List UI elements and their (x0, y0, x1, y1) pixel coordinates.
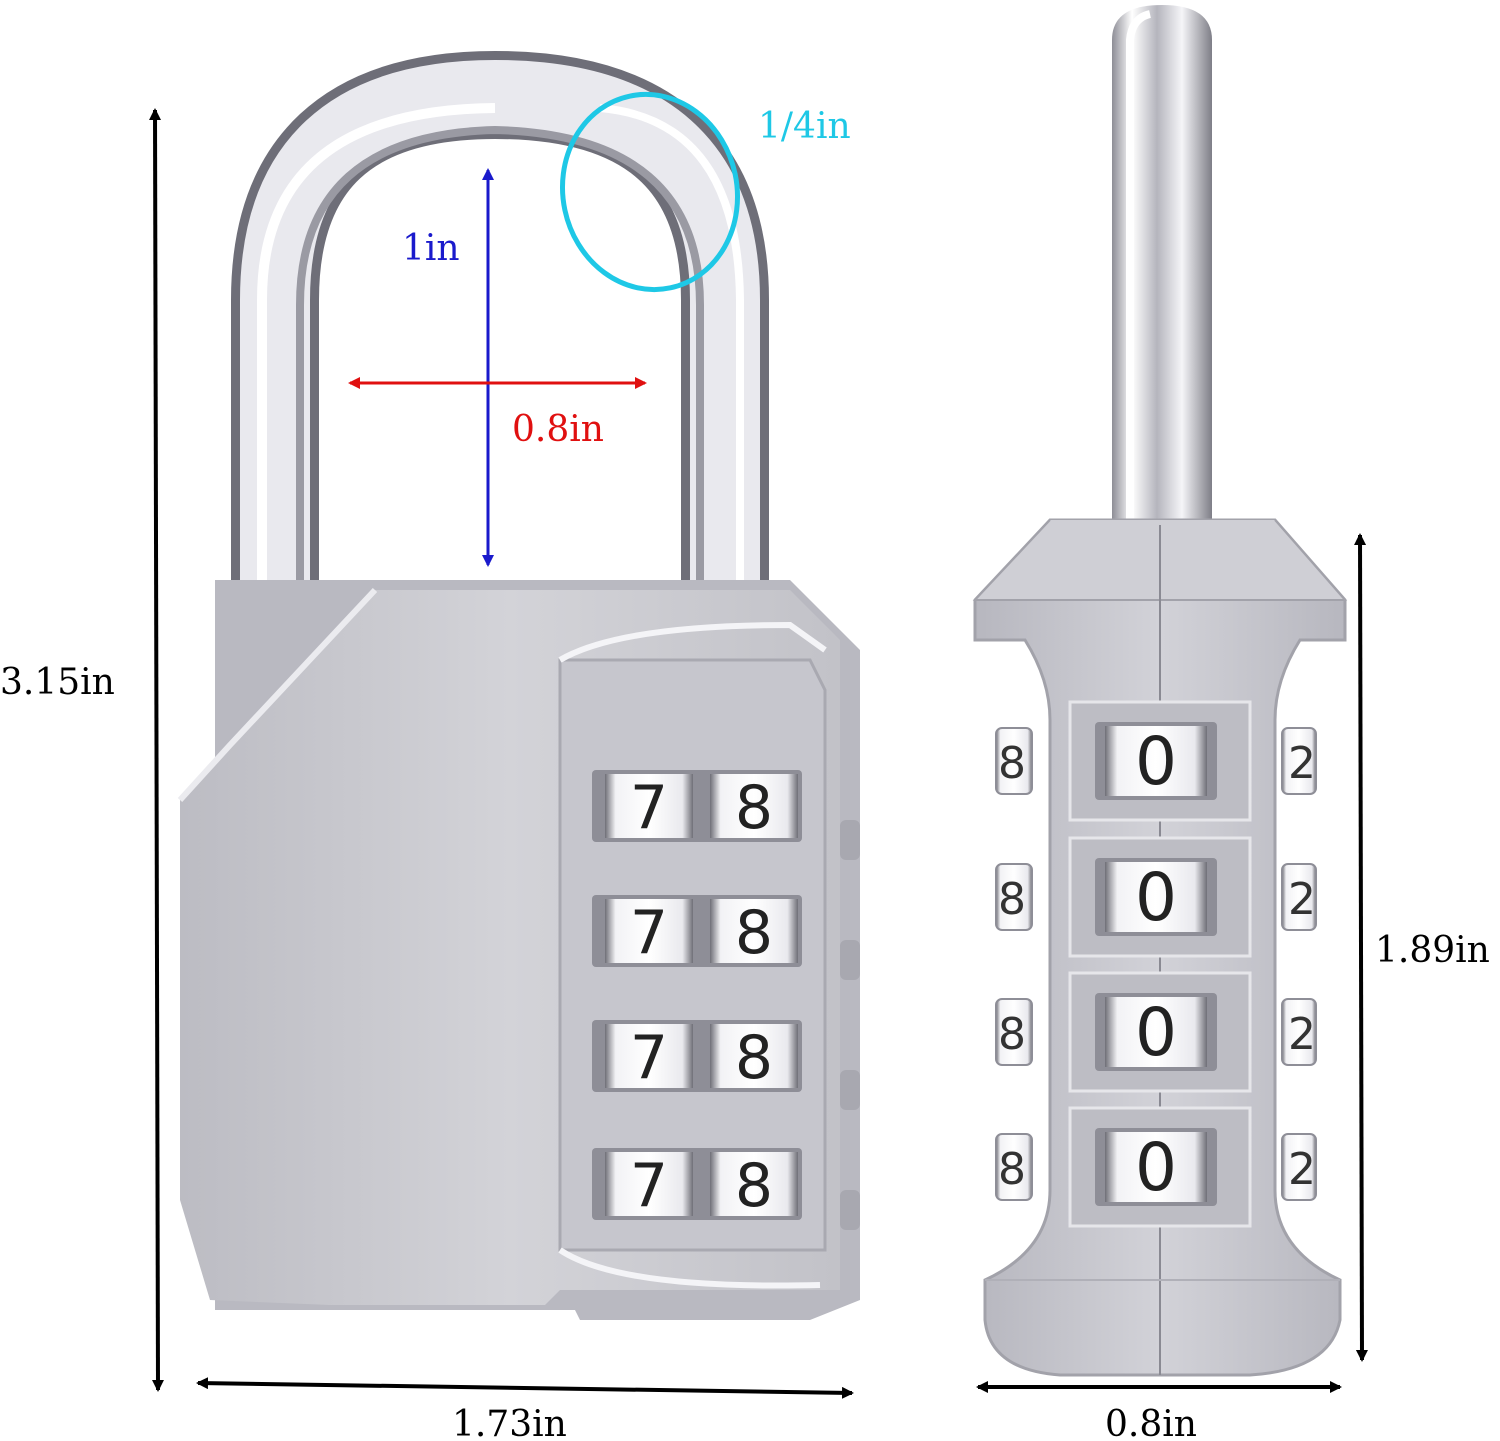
body-height-arrow (1354, 533, 1368, 1362)
dial-digit: 0 (1135, 859, 1177, 936)
dial-digit: 8 (998, 874, 1026, 925)
dial-digit: 7 (630, 1023, 668, 1093)
dial-digit: 7 (630, 1151, 668, 1221)
shackle-diameter-circle (559, 91, 741, 293)
dial-digit: 8 (998, 738, 1026, 789)
dial-digit: 2 (1288, 1009, 1316, 1060)
side-dials: 0 8 2 0 8 2 0 8 2 0 8 2 (995, 700, 1317, 1228)
overall-height-label: 3.15in (0, 662, 115, 703)
dial-digit: 8 (735, 1151, 773, 1221)
shackle-diameter-label: 1/4in (758, 106, 851, 147)
shackle-width-label: 0.8in (512, 409, 604, 450)
side-shackle (1112, 5, 1212, 540)
body-width-arrow (196, 1377, 854, 1399)
dial-digit: 0 (1135, 994, 1177, 1071)
side-dial[interactable]: 0 8 2 (995, 836, 1317, 958)
dial-digit: 2 (1288, 738, 1316, 789)
dial-digit: 8 (998, 1009, 1026, 1060)
overall-height-arrow (149, 108, 164, 1392)
dial-digit: 0 (1135, 1129, 1177, 1206)
dial-digit: 8 (735, 898, 773, 968)
shackle-height-label: 1in (402, 228, 460, 269)
dial-digit: 2 (1288, 1144, 1316, 1195)
front-shackle (231, 50, 769, 585)
dial-digit: 8 (735, 773, 773, 843)
dial-digit: 7 (630, 898, 668, 968)
dial-digit: 2 (1288, 874, 1316, 925)
body-thickness-label: 0.8in (1105, 1404, 1197, 1441)
dial-digit: 8 (998, 1144, 1026, 1195)
side-dial[interactable]: 0 8 2 (995, 971, 1317, 1093)
side-dial[interactable]: 0 8 2 (995, 1106, 1317, 1228)
side-padlock: 0 8 2 0 8 2 0 8 2 0 8 2 (972, 5, 1348, 1377)
dial-digit: 0 (1135, 723, 1177, 800)
body-width-label: 1.73in (452, 1404, 567, 1441)
side-dial[interactable]: 0 8 2 (995, 700, 1317, 822)
body-height-label: 1.89in (1375, 930, 1490, 971)
dial-digit: 7 (630, 773, 668, 843)
dial-digit: 8 (735, 1023, 773, 1093)
